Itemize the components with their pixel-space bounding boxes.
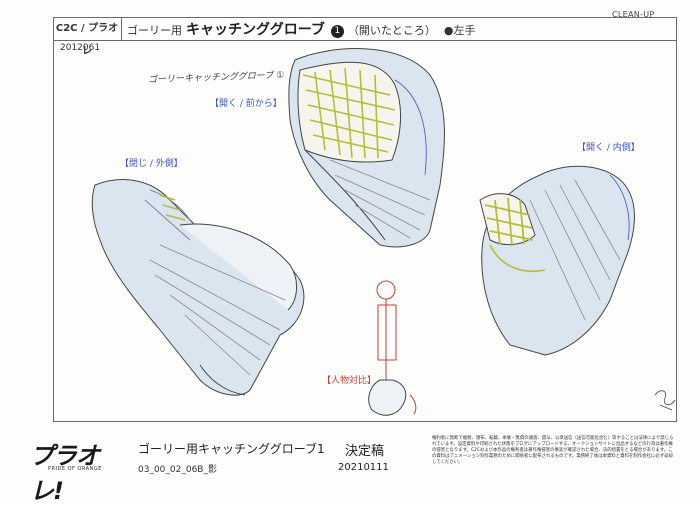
sheet-frame	[53, 17, 677, 422]
header-row: C2C / プラオレ ゴーリー用キャッチンググローブ 1（開いたところ） ●左手	[53, 17, 677, 57]
footer-title: ゴーリー用キャッチンググローブ1	[138, 442, 325, 456]
label-open-inside: 【開く / 内側】	[577, 143, 640, 153]
title-prefix: ゴーリー用	[127, 24, 182, 37]
label-front-open: 【開く / 前から】	[210, 99, 282, 109]
glove-closed-outside	[91, 179, 305, 396]
footer-code: 03_00_02_06B_影	[138, 465, 217, 475]
glove-open-inside	[479, 165, 635, 356]
artist-signature	[654, 390, 676, 411]
copyright-notice: 権利者に無断で複製、頒布、転載、本懐・無償の譲渡、貸与、公衆送信（送信可能化含む…	[432, 436, 674, 465]
series-logo: プラオレ! PRIDE OF ORANGE	[30, 436, 130, 505]
footer-date: 20210111	[338, 462, 389, 473]
label-figure-scale: 【人物対比】	[322, 376, 377, 386]
logo-sub-text: PRIDE OF ORANGE	[48, 466, 102, 472]
scene-number: 2012061	[60, 43, 101, 53]
title-hand: ●左手	[443, 24, 476, 37]
clean-up-label: CLEAN-UP	[612, 10, 655, 19]
title-state: （開いたところ）	[347, 24, 436, 37]
logo-main-text: プラオレ!	[30, 442, 100, 505]
sheet-title: ゴーリー用キャッチンググローブ 1（開いたところ） ●左手	[127, 17, 476, 40]
title-number-badge: 1	[330, 25, 344, 38]
footer-status: 決定稿	[345, 444, 385, 459]
title-main: キャッチンググローブ	[186, 22, 325, 38]
production-cell: C2C / プラオレ	[53, 17, 122, 57]
figure-scale-comparison	[368, 280, 417, 416]
glove-front-open	[288, 48, 445, 248]
label-closed-outside: 【閉じ / 外側】	[120, 159, 183, 169]
